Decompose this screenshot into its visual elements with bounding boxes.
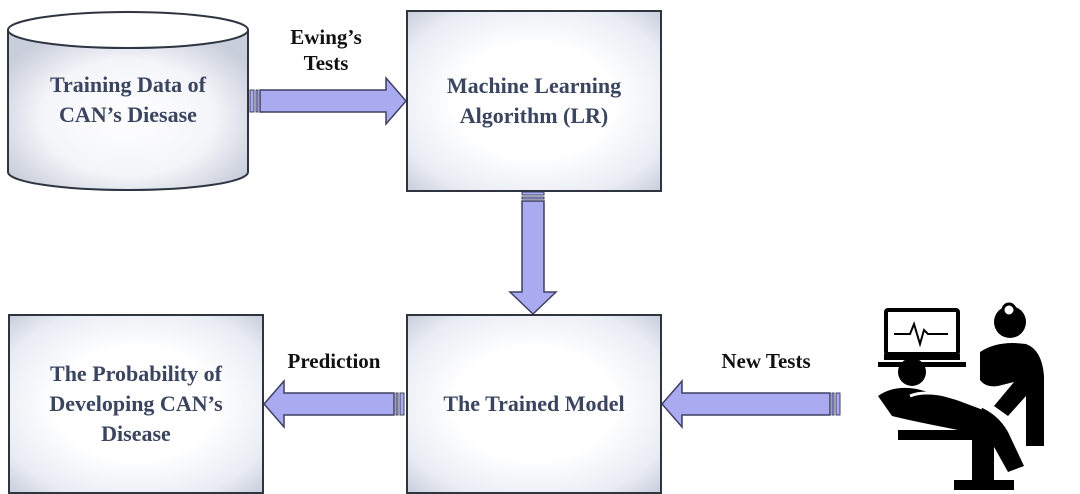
probability-node: The Probability of Developing CAN’s Dise… [8,314,264,494]
ml-algorithm-label: Machine Learning Algorithm (LR) [446,73,622,128]
ml-algorithm-node: Machine Learning Algorithm (LR) [406,10,662,192]
arrow-new-tests-to-model [661,378,841,430]
training-data-node: Training Data of CAN’s Diesase [8,70,248,130]
arrow-algorithm-to-model [508,191,558,316]
trained-model-node: The Trained Model [406,314,662,494]
ewing-tests-label: Ewing’s Tests [290,25,362,75]
prediction-label: Prediction [287,349,381,373]
arrow-training-to-algorithm [249,75,407,127]
doctor-patient-monitor-icon [878,302,1044,490]
arrow-model-to-probability [263,378,405,430]
new-tests-label: New Tests [721,349,811,373]
probability-label: The Probability of Developing CAN’s Dise… [49,361,223,446]
training-data-cylinder [7,11,249,191]
trained-model-label: The Trained Model [443,391,625,416]
training-data-label: Training Data of CAN’s Diesase [49,72,207,127]
